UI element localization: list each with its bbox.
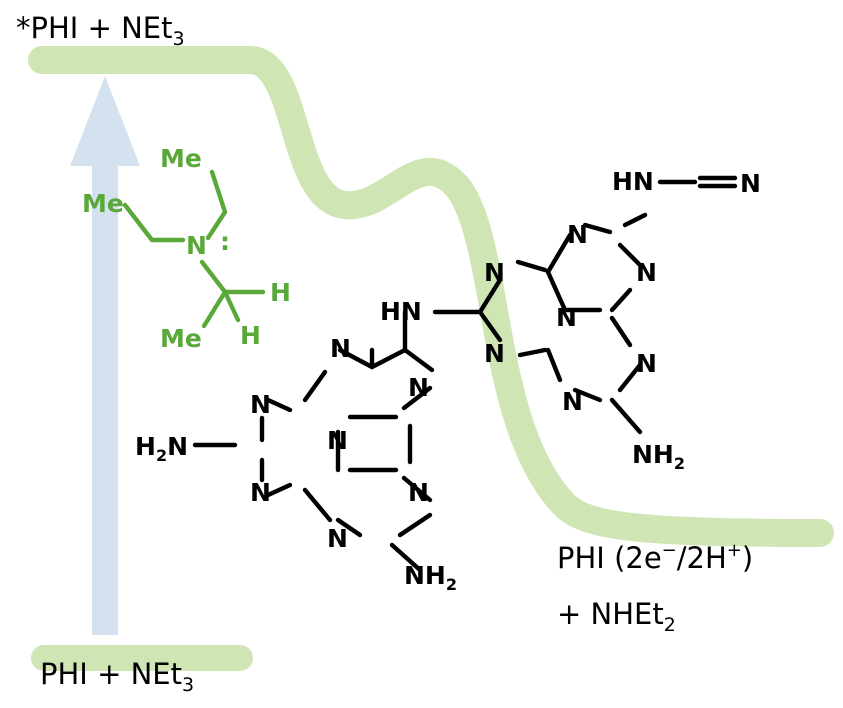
ring-nitrogen: N — [408, 478, 429, 507]
ring-nitrogen: N — [250, 478, 271, 507]
heptazine-left: N N N N N N N HN H2N NH2 — [135, 297, 457, 594]
hydrogen-right: H — [270, 278, 291, 307]
heptazine-right-bonds — [432, 175, 738, 435]
methyl-top: Me — [160, 144, 202, 173]
hydrogen-bottom: H — [240, 321, 261, 350]
ring-nitrogen: N — [330, 334, 351, 363]
up-arrow-icon — [70, 76, 140, 635]
amine-bottom: NH2 — [632, 440, 685, 473]
heptazine-right: HN N N N N N N N N NH2 — [432, 167, 761, 473]
methyl-bottom: Me — [160, 324, 202, 353]
ring-nitrogen: N — [636, 349, 657, 378]
ring-nitrogen: N — [250, 390, 271, 419]
ring-nitrogen: N — [408, 373, 429, 402]
amine-nitrogen: N — [186, 231, 207, 260]
ring-nitrogen: N — [562, 387, 583, 416]
methyl-left: Me — [82, 189, 124, 218]
ring-nitrogen: N — [484, 339, 505, 368]
nitrile-nitrogen: N — [740, 169, 761, 198]
ring-nitrogen: N — [636, 258, 657, 287]
ring-nitrogen: N — [556, 303, 577, 332]
product-state-label: PHI (2e−/2H+) — [557, 540, 753, 575]
ground-state-label: PHI + NEt3 — [40, 657, 194, 696]
ring-nitrogen: N — [484, 258, 505, 287]
energy-pathway — [28, 46, 834, 547]
lone-pair: : — [220, 227, 230, 256]
ring-nitrogen: N — [327, 524, 348, 553]
ring-nitrogen: N — [567, 220, 588, 249]
heptazine-left-bonds — [192, 309, 435, 573]
ring-nitrogen: N — [327, 426, 348, 455]
product-byproduct-label: + NHEt2 — [557, 597, 676, 636]
amine-bottom: NH2 — [404, 561, 457, 594]
amine-left: H2N — [135, 432, 188, 465]
linker-amine: HN — [380, 297, 422, 326]
cyanamide-amine: HN — [612, 167, 654, 196]
triethylamine-molecule: Me Me N : H H Me — [82, 144, 291, 353]
excited-state-label: *PHI + NEt3 — [16, 11, 185, 50]
